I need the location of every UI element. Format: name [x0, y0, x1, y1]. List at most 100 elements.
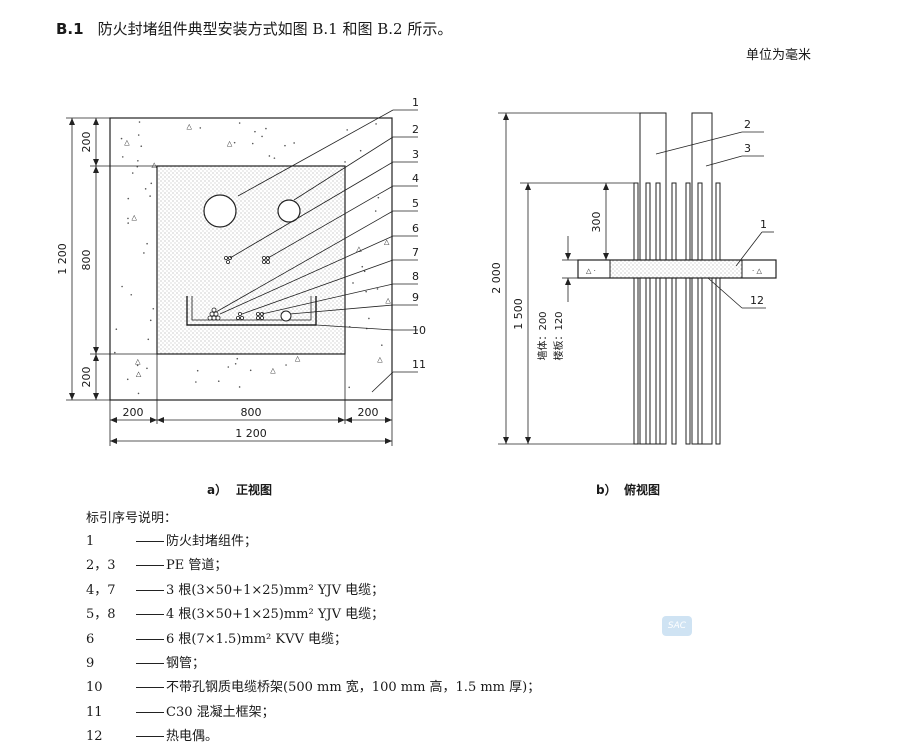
legend-item: 11 C30 混凝土框架；	[86, 701, 540, 725]
callout-label: 3	[412, 148, 419, 161]
pe-pipe-2	[203, 194, 237, 228]
cable-group-6	[207, 307, 221, 321]
legend-item: 12 热电偶。	[86, 725, 540, 749]
legend-item: 2，3 PE 管道；	[86, 554, 540, 578]
callout-label: 9	[412, 291, 419, 304]
dim-upper-b: 300	[590, 212, 603, 233]
section-heading: B.1 防火封堵组件典型安装方式如图 B.1 和图 B.2 所示。	[56, 18, 452, 39]
svg-text:· △: · △	[752, 267, 762, 275]
dim-left: 200	[123, 406, 144, 419]
svg-text:△: △	[151, 161, 157, 169]
section-text: 防火封堵组件典型安装方式如图 B.1 和图 B.2 所示。	[97, 20, 453, 38]
pe-pipe-3	[277, 199, 301, 223]
caption-a-text: 正视图	[236, 482, 272, 497]
callout-label: 2	[744, 118, 751, 131]
dim-top: 200	[80, 132, 93, 153]
caption-b-label: b）	[596, 482, 617, 497]
callout-label: 7	[412, 246, 419, 259]
legend-text: 3 根(3×50+1×25)mm² YJV 电缆；	[166, 582, 385, 598]
legend-text: C30 混凝土框架；	[166, 704, 275, 720]
legend-text: 钢管；	[166, 655, 206, 671]
callout-label: 5	[412, 197, 419, 210]
legend-key: 10	[86, 680, 103, 696]
legend-item: 4，7 3 根(3×50+1×25)mm² YJV 电缆；	[86, 579, 540, 603]
dim-thickness-slab: 楼板：120	[552, 311, 565, 360]
legend-key: 11	[86, 704, 103, 720]
svg-text:△: △	[227, 140, 233, 148]
pipes-and-cables-b	[633, 112, 721, 445]
dimension-labels-b: 2 000 1 500 300 墙体：200 楼板：120	[490, 212, 603, 361]
dim-middle: 800	[80, 250, 93, 271]
legend-item: 9 钢管；	[86, 652, 540, 676]
svg-text:△: △	[295, 354, 301, 362]
legend-title: 标引序号说明：	[86, 511, 178, 526]
legend-text: 6 根(7×1.5)mm² KVV 电缆；	[166, 631, 348, 647]
legend-list: 1 防火封堵组件； 2，3 PE 管道； 4，7 3 根(3×50+1×25)mm² …	[86, 530, 540, 750]
callout-label: 11	[412, 358, 426, 371]
callout-label: 2	[412, 123, 419, 136]
svg-text:△: △	[270, 366, 276, 374]
steel-pipe-9	[280, 310, 292, 322]
svg-text:△: △	[136, 370, 142, 378]
svg-text:△ ·: △ ·	[586, 267, 596, 275]
figure-a-front-view: △△△△△△△△△△△△△	[56, 96, 426, 497]
dim-total-width: 1 200	[235, 427, 267, 440]
dimension-lines-b	[498, 112, 640, 445]
svg-text:△: △	[186, 123, 192, 131]
callout-labels-b: 2 3 1 12	[744, 118, 767, 307]
concrete-texture: △△△△△△△△△△△△△	[114, 121, 391, 395]
dim-lower-b: 1 500	[512, 298, 525, 330]
dim-total-height: 1 200	[56, 243, 69, 275]
sac-watermark-logo: SAC	[662, 616, 692, 636]
figure-b-top-view: △ · · △ 2 3 1 12 2 000 1	[490, 112, 777, 497]
svg-text:△: △	[132, 213, 138, 221]
cable-tray	[186, 296, 317, 326]
caption-a-label: a）	[207, 482, 227, 497]
cable-group-7	[235, 311, 244, 320]
legend-text: 不带孔钢质电缆桥架(500 mm 宽，100 mm 高，1.5 mm 厚)；	[166, 680, 541, 696]
legend-text: PE 管道；	[166, 558, 228, 574]
legend-item: 6 6 根(7×1.5)mm² KVV 电缆；	[86, 628, 540, 652]
legend-key: 5，8	[86, 607, 116, 623]
callout-label: 1	[760, 218, 767, 231]
unit-note: 单位为毫米	[746, 48, 812, 63]
dimension-labels-a: 1 200 200 800 200 200 800 200 1 200	[56, 132, 379, 441]
callout-label: 6	[412, 222, 419, 235]
svg-text:△: △	[377, 356, 383, 364]
svg-text:△: △	[384, 238, 390, 246]
callout-label: 8	[412, 270, 419, 283]
dim-total-b: 2 000	[490, 262, 503, 294]
callout-label: 10	[412, 324, 426, 337]
firestop-layer	[609, 259, 743, 279]
firestop-block	[156, 165, 346, 355]
legend-key: 1	[86, 534, 95, 549]
svg-text:△: △	[385, 297, 391, 305]
dim-bottom: 200	[80, 367, 93, 388]
legend-item: 5，8 4 根(3×50+1×25)mm² YJV 电缆；	[86, 603, 540, 627]
legend-key: 4，7	[86, 582, 116, 598]
caption-b-text: 俯视图	[624, 482, 660, 497]
section-number: B.1	[56, 20, 84, 38]
callout-label: 3	[744, 142, 751, 155]
legend-key: 2，3	[86, 558, 116, 574]
legend-text: 热电偶。	[166, 729, 219, 745]
dim-thickness-wall: 墙体：200	[536, 311, 549, 360]
callout-label: 12	[750, 294, 764, 307]
legend-item: 10 不带孔钢质电缆桥架(500 mm 宽，100 mm 高，1.5 mm 厚)；	[86, 676, 540, 700]
callout-label: 4	[412, 172, 419, 185]
svg-text:△: △	[135, 357, 141, 365]
svg-text:△: △	[356, 245, 362, 253]
legend-key: 9	[86, 655, 95, 671]
legend-text: 4 根(3×50+1×25)mm² YJV 电缆；	[166, 607, 385, 623]
slab-texture: △ · · △	[586, 267, 762, 275]
legend-item: 1 防火封堵组件；	[86, 530, 540, 554]
legend-key: 6	[86, 631, 95, 647]
legend-key: 12	[86, 729, 103, 745]
dim-right: 200	[358, 406, 379, 419]
dim-center: 800	[241, 406, 262, 419]
callout-labels-a: 1 2 3 4 5 6 7 8 9 10 11	[412, 96, 426, 371]
dimension-lines-a	[66, 117, 393, 446]
leader-lines-b	[655, 131, 774, 309]
legend-text: 防火封堵组件；	[166, 534, 258, 549]
